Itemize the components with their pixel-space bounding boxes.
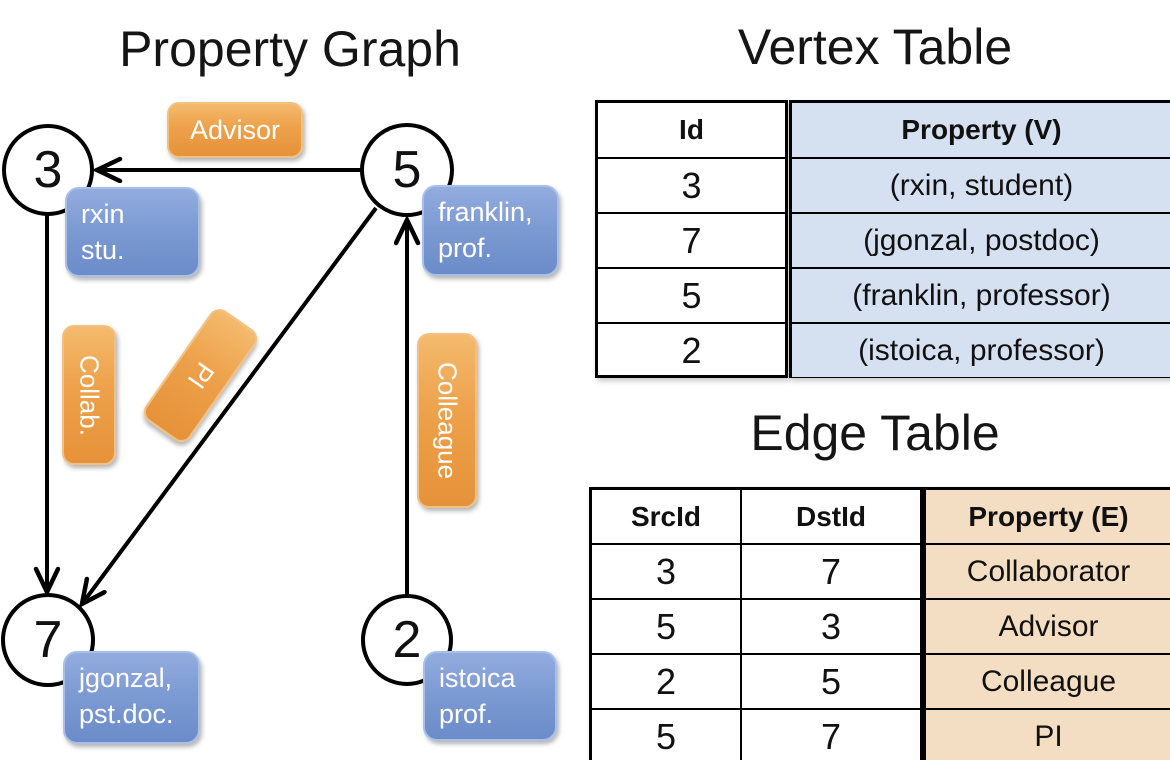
- vertex-property-cell: (jgonzal, postdoc): [863, 223, 1100, 257]
- vertex-id-2: 2: [392, 611, 422, 669]
- edge-table-property-header: Property (E): [968, 500, 1129, 532]
- vertex-id-5: 5: [392, 141, 422, 199]
- vertex-id-cell: 3: [681, 164, 702, 206]
- vertex-id-cell: 7: [681, 219, 702, 261]
- vertex-id-3: 3: [33, 141, 63, 199]
- vertex-property-box-7: jgonzal, pst.doc.: [63, 651, 200, 744]
- edge-dstid-cell: 3: [740, 600, 920, 653]
- edge-table-title: Edge Table: [750, 405, 1000, 461]
- vertex-property-cell: (istoica, professor): [858, 333, 1105, 367]
- vertex-property-line1: franklin,: [438, 197, 533, 227]
- edge-srcid-cell: 2: [655, 660, 677, 702]
- edge-property-cell: Colleague: [980, 664, 1117, 698]
- vertex-property-cell: (franklin, professor): [852, 278, 1111, 312]
- vertex-table-id-column: Id 3 7 5 2: [595, 100, 788, 378]
- property-graph-title: Property Graph: [119, 21, 461, 77]
- vertex-property-line1: rxin: [81, 199, 125, 229]
- edge-label-advisor: Advisor: [167, 102, 303, 158]
- vertex-property-cell: (rxin, student): [889, 168, 1074, 202]
- edge-label-collab: Collab.: [62, 325, 116, 465]
- edge-table-property-column: Property (E) Collaborator Advisor Collea…: [923, 487, 1170, 760]
- edge-dstid-cell: 7: [740, 545, 920, 598]
- edge-srcid-cell: 5: [655, 715, 677, 757]
- vertex-property-line2: prof.: [439, 698, 494, 729]
- vertex-id-cell: 2: [681, 329, 702, 371]
- edge-table-id-columns: SrcId DstId 3 7 5 3 2 5 5 7: [589, 487, 923, 760]
- vertex-table-id-header: Id: [679, 114, 704, 145]
- vertex-id-cell: 5: [681, 274, 702, 316]
- vertex-property-box-3: rxin stu.: [65, 187, 200, 277]
- vertex-property-line1: jgonzal,: [79, 663, 173, 693]
- vertex-table-property-column: Property (V) (rxin, student) (jgonzal, p…: [789, 100, 1170, 378]
- vertex-property-line2: pst.doc.: [79, 698, 174, 729]
- edge-dstid-cell: 5: [740, 655, 920, 708]
- edge-table-dstid-header: DstId: [740, 490, 920, 543]
- edge-property-cell: PI: [1034, 719, 1063, 753]
- vertex-property-box-2: istoica prof.: [423, 651, 557, 741]
- edge-property-cell: Advisor: [998, 609, 1099, 643]
- vertex-property-line1: istoica: [439, 663, 516, 693]
- edge-srcid-cell: 5: [655, 605, 677, 647]
- edge-table-srcid-header: SrcId: [630, 500, 702, 532]
- edge-dstid-cell: 7: [740, 710, 920, 760]
- vertex-property-line2: stu.: [81, 234, 125, 265]
- edge-label-colleague: Colleague: [417, 333, 477, 508]
- vertex-id-7: 7: [33, 611, 63, 669]
- edge-srcid-cell: 3: [655, 550, 677, 592]
- vertex-property-box-5: franklin, prof.: [422, 185, 559, 276]
- edge-property-cell: Collaborator: [966, 554, 1131, 588]
- vertex-table-title: Vertex Table: [737, 19, 1013, 75]
- vertex-table-property-header: Property (V): [901, 114, 1062, 145]
- edge-line-pi-5-to-7: [82, 206, 378, 604]
- vertex-property-line2: prof.: [438, 232, 493, 263]
